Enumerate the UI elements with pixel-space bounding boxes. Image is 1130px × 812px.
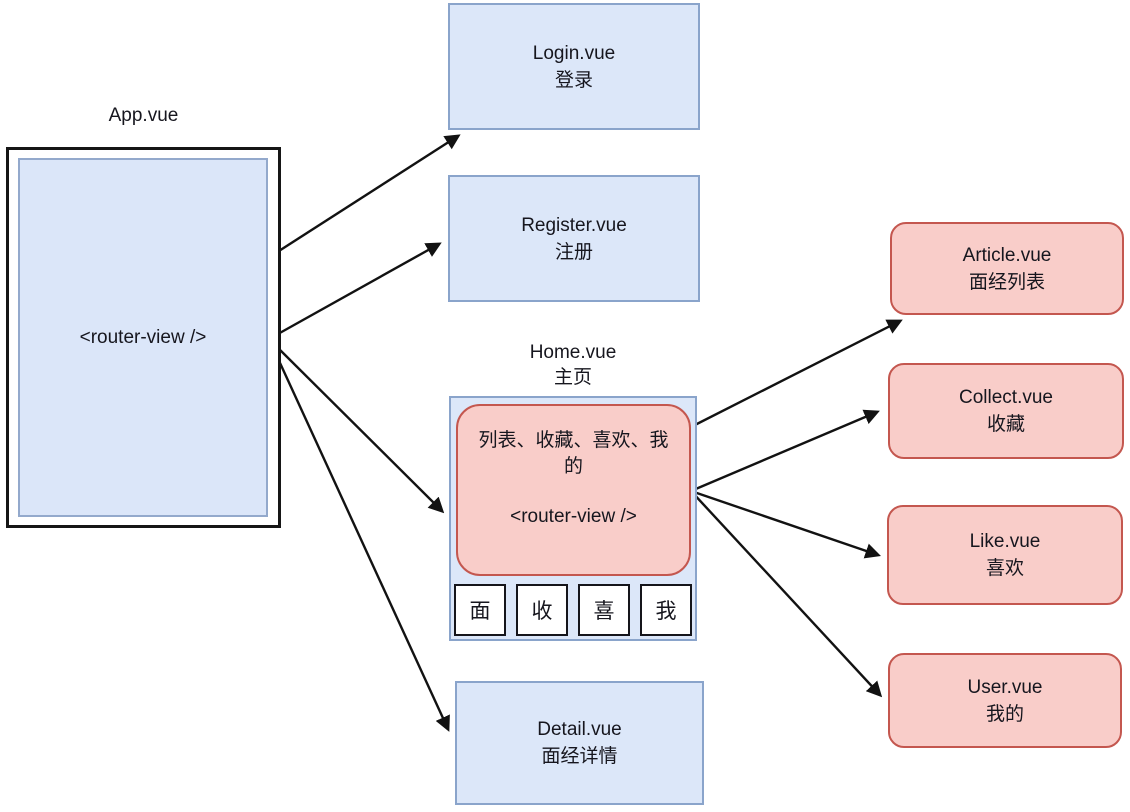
article-node-title: Article.vue [962,244,1052,266]
home-tab-like: 喜 [578,584,630,636]
home-node: 列表、收藏、喜欢、我的 <router-view /> 面 收 喜 我 [449,396,697,641]
home-node-label-subtitle: 主页 [553,367,592,388]
arrow-app-to-register [268,242,442,341]
home-tab-user: 我 [640,584,692,636]
arrow-home-to-article [686,319,903,431]
home-node-label: Home.vue 主页 [449,340,697,390]
home-tab-collect-label: 收 [531,600,553,623]
register-node-subtitle: 注册 [554,241,593,263]
detail-node-title: Detail.vue [537,719,622,740]
home-tab-user-label: 我 [655,600,677,623]
home-router-view-area: 列表、收藏、喜欢、我的 <router-view /> [456,404,691,576]
arrow-home-to-like [690,489,881,559]
home-tab-article-label: 面 [469,600,491,623]
arrow-home-to-user [690,490,883,698]
arrow-app-to-home [268,338,445,514]
home-tab-article: 面 [454,584,506,636]
arrow-app-to-detail [267,338,450,732]
collect-node: Collect.vue 收藏 [888,363,1124,459]
login-node: Login.vue 登录 [448,3,700,130]
login-node-subtitle: 登录 [554,69,593,91]
register-node: Register.vue 注册 [448,175,700,302]
home-tabbar: 面 收 喜 我 [454,582,692,636]
article-node: Article.vue 面经列表 [890,222,1124,315]
app-router-view-text: <router-view /> [79,326,207,348]
home-node-label-title: Home.vue [529,342,617,363]
user-node: User.vue 我的 [888,653,1122,748]
user-node-title: User.vue [967,676,1043,698]
home-tab-like-label: 喜 [593,600,615,623]
home-router-view-text: <router-view /> [510,506,637,527]
login-node-title: Login.vue [532,42,616,64]
collect-node-subtitle: 收藏 [986,414,1025,435]
detail-node-subtitle: 面经详情 [541,746,618,767]
app-router-view-area: <router-view /> [18,158,268,517]
collect-node-title: Collect.vue [959,387,1053,408]
article-node-subtitle: 面经列表 [968,271,1045,293]
app-node: <router-view /> [6,147,281,528]
app-node-label: App.vue [108,105,179,126]
like-node-subtitle: 喜欢 [985,558,1024,579]
detail-node: Detail.vue 面经详情 [455,681,704,805]
arrow-app-to-login [267,134,461,260]
register-node-title: Register.vue [521,214,627,236]
like-node: Like.vue 喜欢 [887,505,1123,605]
like-node-title: Like.vue [969,531,1041,552]
home-content-text: 列表、收藏、喜欢、我的 [478,430,669,477]
user-node-subtitle: 我的 [985,703,1024,725]
home-tab-collect: 收 [516,584,568,636]
arrow-home-to-collect [690,409,880,493]
